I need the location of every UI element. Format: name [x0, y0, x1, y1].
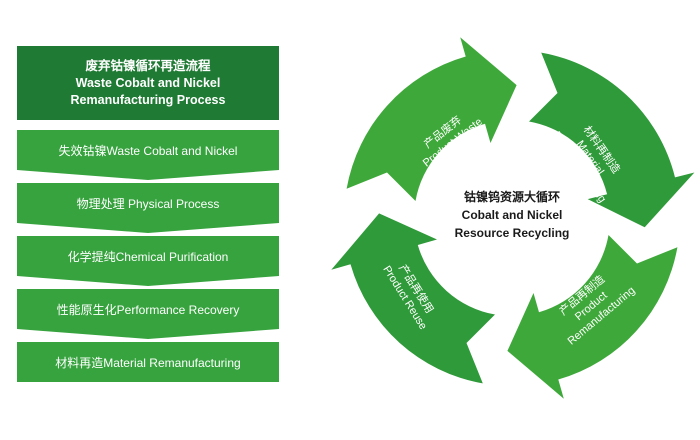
arrow-product-remanufacturing	[507, 235, 678, 399]
arrow-material-remanufacturing	[529, 52, 695, 228]
process-step-label: 失效钴镍Waste Cobalt and Nickel	[58, 143, 238, 158]
process-title-cn: 废弃钴镍循环再造流程	[85, 58, 211, 73]
process-step-label: 物理处理 Physical Process	[76, 196, 220, 211]
process-step-label: 化学提纯Chemical Purification	[67, 249, 229, 264]
process-step-remanufacturing: 材料再造Material Remanufacturing	[17, 342, 279, 382]
process-step-chemical: 化学提纯Chemical Purification	[17, 236, 279, 286]
arrow-product-waste	[346, 37, 517, 201]
process-step-label: 材料再造Material Remanufacturing	[55, 355, 241, 370]
arrow-product-reuse	[331, 213, 495, 384]
process-title: 废弃钴镍循环再造流程 Waste Cobalt and Nickel Reman…	[17, 46, 279, 120]
center-label-en-line2: Resource Recycling	[455, 226, 570, 240]
process-title-en-line2: Remanufacturing Process	[70, 92, 226, 107]
center-label-en-line1: Cobalt and Nickel	[462, 208, 563, 222]
process-step-waste: 失效钴镍Waste Cobalt and Nickel	[17, 130, 279, 180]
center-label-cn: 钴镍钨资源大循环	[464, 189, 560, 204]
process-step-physical: 物理处理 Physical Process	[17, 183, 279, 233]
process-step-recovery: 性能原生化Performance Recovery	[17, 289, 279, 339]
process-title-en-line1: Waste Cobalt and Nickel	[75, 75, 221, 90]
process-step-label: 性能原生化Performance Recovery	[56, 302, 240, 317]
